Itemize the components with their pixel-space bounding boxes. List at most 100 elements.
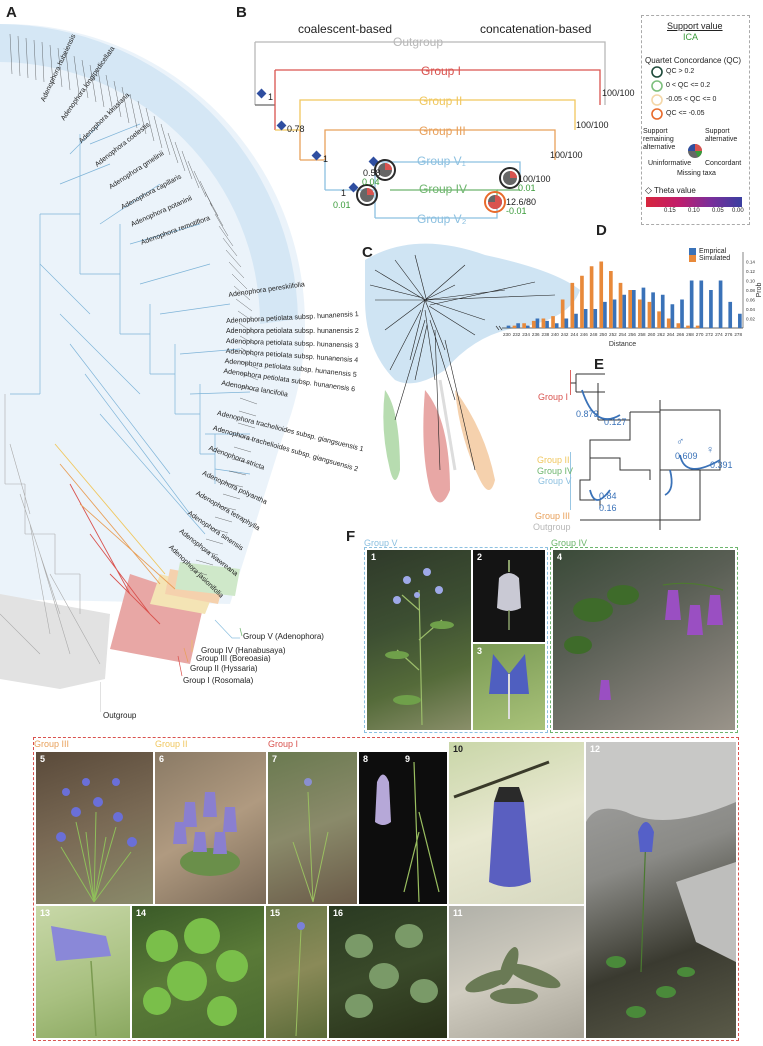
bar-empirical [536,319,540,329]
y-tick-label: 0.12 [746,269,755,274]
support-left-4b: 0.04 [362,177,380,187]
photo-4: 4 [552,549,736,731]
qc-item: 0 < QC <= 0.2 [666,82,710,89]
x-tick-label: 246 [580,332,588,337]
photo-16: 16 [328,905,448,1039]
x-tick-label: 272 [705,332,713,337]
bar-simulated [599,262,603,329]
bar-empirical [516,323,520,328]
x-tick-label: 234 [522,332,530,337]
axis-break-icon [496,326,502,330]
y-tick-label: 0.02 [746,317,755,322]
bar-simulated [580,276,584,328]
photo-14: 14 [131,905,265,1039]
bar-empirical [632,290,636,328]
bar-empirical [603,302,607,328]
qc-legend-circles [650,66,664,124]
bar-simulated [686,326,690,328]
x-tick-label: 250 [599,332,607,337]
legend-qc-title: Quartet Concordance (QC) [645,56,741,65]
y-tick-label: 0.06 [746,298,755,303]
x-tick-label: 256 [628,332,636,337]
bar-simulated [542,319,546,329]
group-ii-b: Group II [419,94,462,108]
legend-theta-title: Theta value [654,186,696,195]
pie-label-missing: Missing taxa [677,170,716,177]
legend-ica: ICA [683,32,698,42]
bar-empirical [593,309,597,328]
bar-simulated [619,283,623,328]
x-tick-label: 270 [696,332,704,337]
e-value: 0.609 [675,451,698,461]
bar-simulated [638,300,642,329]
support-right-1: 100/100 [602,88,635,98]
bar-empirical [728,302,732,328]
photo-15: 15 [265,905,328,1039]
support-left-2: 0.78 [287,124,305,134]
x-tick-label: 266 [677,332,685,337]
group-v1-b: Group V₁ [417,154,466,168]
x-tick-label: 236 [532,332,540,337]
bar-simulated [696,326,700,328]
group-iii-b: Group III [419,124,466,138]
photo-7: 7 [267,751,358,905]
group-iv-b: Group IV [419,182,467,196]
photo-10: 10 [448,741,585,905]
panel-f-label: F [346,528,355,545]
bar-empirical [699,281,703,329]
y-tick-label: 0.14 [746,260,755,265]
y-tick-label: 0.04 [746,307,755,312]
bar-empirical [545,321,549,328]
x-tick-label: 230 [503,332,511,337]
group-i-label: Group I (Rosomala) [183,676,253,685]
theta-tick: 0.10 [688,208,700,214]
taxon-label: Adenophora petiolata subsp. hunanensis 2 [226,328,359,335]
bar-empirical [680,300,684,329]
x-tick-label: 268 [686,332,694,337]
e-group-i: Group I [538,392,568,402]
x-tick-label: 274 [715,332,723,337]
x-tick-label: 264 [667,332,675,337]
support-right-4b: 0.01 [518,183,536,193]
x-tick-label: 262 [657,332,665,337]
group-v2-b: Group V₂ [417,212,466,226]
x-tick-label: 258 [638,332,646,337]
pie-label-uninformative: Uninformative [648,160,691,167]
legend-empirical: Emprical [699,248,726,255]
photo-2: 2 [472,549,546,643]
e-value: 0.84 [599,491,617,501]
photo-5: 5 [35,751,154,905]
bar-simulated [532,321,536,328]
bar-simulated [657,311,661,328]
e-outgroup: Outgroup [533,522,571,532]
e-group-v: Group V [538,476,572,486]
support-right-5b: -0.01 [506,206,527,216]
x-tick-label: 276 [725,332,733,337]
group-v-label: Group V (Adenophora) [243,632,324,641]
bar-simulated [551,316,555,328]
bar-simulated [513,326,517,328]
photo-8: 8 9 [358,751,448,905]
bar-empirical [555,323,559,328]
bar-empirical [613,300,617,329]
support-left-3: 1 [323,154,328,164]
x-tick-label: 252 [609,332,617,337]
bar-simulated [667,319,671,329]
bar-empirical [507,326,511,328]
theta-tick: 0.15 [664,208,676,214]
bar-simulated [522,323,526,328]
bar-simulated [561,300,565,329]
x-tick-label: 278 [734,332,742,337]
pie-label-concordant: Concordant [705,160,741,167]
bar-empirical [526,326,530,328]
pie-legend-icon [686,142,704,160]
x-tick-label: 242 [561,332,569,337]
support-left-5: 1 [341,188,346,198]
photo-13: 13 [35,905,131,1039]
pie-label-alternative: Support alternative [705,128,747,144]
e-value: 0.391 [710,460,733,470]
bar-empirical [642,288,646,328]
photo-1: 1 [366,549,472,731]
bar-empirical [661,295,665,328]
group-ii-label: Group II (Hyssaria) [190,664,258,673]
